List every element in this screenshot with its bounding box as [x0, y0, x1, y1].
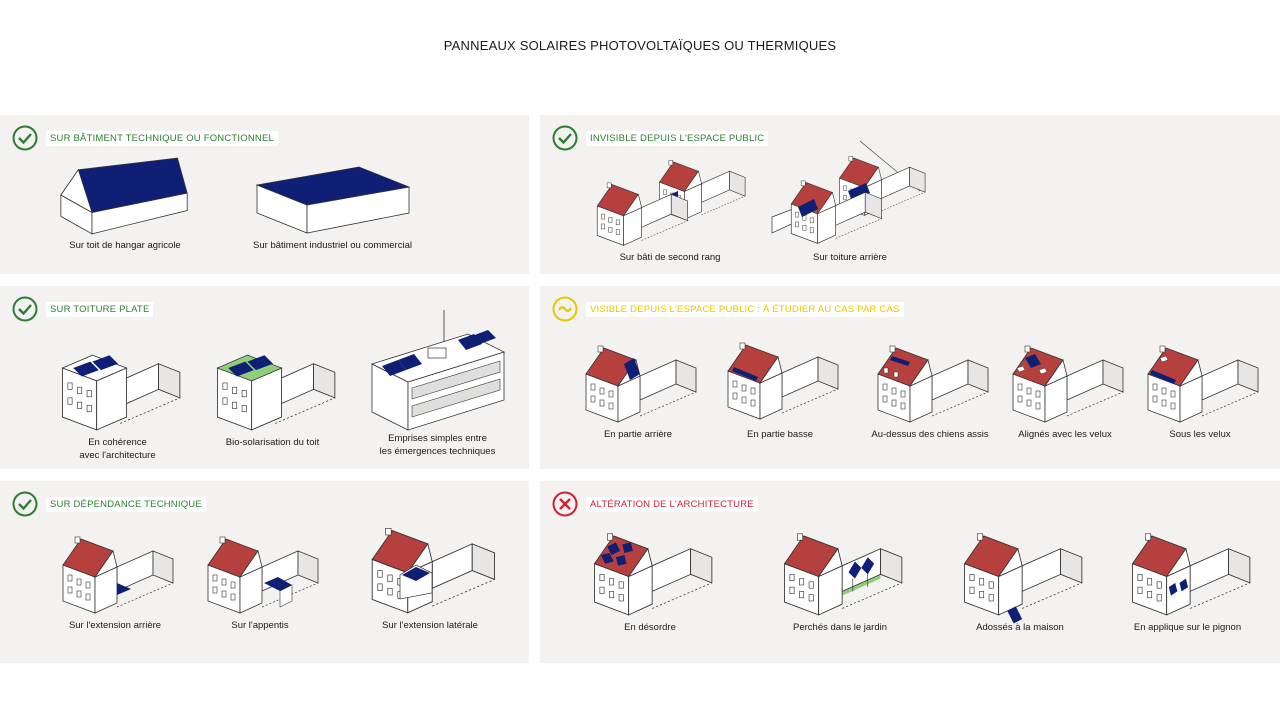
- tilde-icon: [552, 296, 578, 322]
- leaning-house-illustration: [964, 533, 1083, 624]
- garden-perched-illustration: [784, 533, 903, 616]
- item-caption: Alignés avec les velux: [1018, 429, 1112, 440]
- lean-to-illustration: [207, 536, 319, 614]
- rear-extension-illustration: [62, 536, 174, 614]
- section-heading: SUR TOITURE PLATE: [46, 301, 154, 317]
- item-caption: Perchés dans le jardin: [793, 622, 887, 633]
- lower-part-illustration: [727, 342, 839, 420]
- item-caption: Sous les velux: [1169, 429, 1231, 440]
- aligned-velux-illustration: [1012, 345, 1124, 423]
- check-icon: [552, 125, 578, 151]
- under-velux-illustration: [1147, 345, 1259, 423]
- industrial-illustration: [255, 166, 410, 234]
- check-icon: [12, 296, 38, 322]
- section-heading: ALTÉRATION DE L'ARCHITECTURE: [586, 496, 758, 512]
- section-heading: SUR BÂTIMENT TECHNIQUE OU FONCTIONNEL: [46, 130, 278, 146]
- flat-roof-panels-illustration: [61, 354, 180, 431]
- panel-alteration: ALTÉRATION DE L'ARCHITECTURE En désordre…: [540, 481, 1280, 663]
- section-heading: VISIBLE DEPUIS L'ESPACE PUBLIC : À ÉTUDI…: [586, 301, 904, 317]
- item-caption: Bio-solarisation du toit: [225, 437, 320, 448]
- rear-part-illustration: [585, 345, 697, 423]
- technical-emergences-illustration: [370, 310, 505, 431]
- item-caption: Sur l'appentis: [231, 620, 289, 631]
- panel-visible: VISIBLE DEPUIS L'ESPACE PUBLIC : À ÉTUDI…: [540, 286, 1280, 469]
- side-extension-illustration: [371, 527, 495, 614]
- item-caption: Au-dessus des chiens assis: [871, 429, 989, 440]
- page-title: PANNEAUX SOLAIRES PHOTOVOLTAÏQUES OU THE…: [443, 38, 837, 53]
- check-icon: [12, 125, 38, 151]
- green-roof-illustration: [216, 354, 335, 431]
- item-caption: En partie basse: [746, 429, 813, 440]
- item-caption: Adossés à la maison: [976, 622, 1064, 633]
- section-heading: INVISIBLE DEPUIS L'ESPACE PUBLIC: [586, 130, 769, 146]
- gable-applied-illustration: [1131, 533, 1250, 616]
- check-icon: [12, 491, 38, 517]
- panel-invisible: INVISIBLE DEPUIS L'ESPACE PUBLIC Sur bât…: [540, 115, 1280, 274]
- disorder-illustration: [594, 533, 713, 616]
- panel-dependance: SUR DÉPENDANCE TECHNIQUE Sur l'extension…: [0, 481, 529, 663]
- section-heading: SUR DÉPENDANCE TECHNIQUE: [46, 496, 206, 512]
- item-caption: Sur bâti de second rang: [619, 252, 721, 263]
- item-caption: Sur toiture arrière: [813, 252, 887, 263]
- item-caption: En applique sur le pignon: [1133, 622, 1242, 633]
- item-caption: En désordre: [624, 622, 676, 633]
- cross-icon: [552, 491, 578, 517]
- panel-technical-building: SUR BÂTIMENT TECHNIQUE OU FONCTIONNEL Su…: [0, 115, 529, 274]
- second-row-illustration: [596, 159, 746, 246]
- item-caption: Sur bâtiment industriel ou commercial: [253, 240, 412, 251]
- item-caption: Sur l'extension arrière: [68, 620, 162, 631]
- above-dormers-illustration: [877, 345, 989, 423]
- item-caption: En partie arrière: [603, 429, 673, 440]
- item-caption: Sur toit de hangar agricole: [69, 240, 181, 251]
- barn-illustration: [60, 157, 188, 235]
- rear-roof-illustration: [771, 140, 926, 244]
- item-caption: Sur l'extension latérale: [382, 620, 478, 631]
